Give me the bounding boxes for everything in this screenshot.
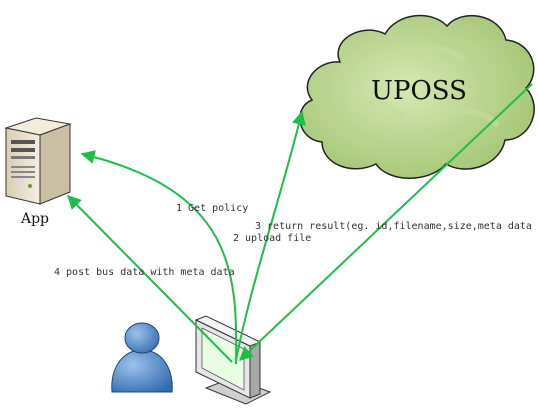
- user-node: [111, 322, 173, 393]
- cloud-label: UPOSS: [371, 76, 467, 106]
- edge-labels: 1 Get policy 2 upload file 3 return resu…: [54, 203, 538, 278]
- server-tower-icon: [4, 117, 72, 205]
- client-computer-node: [194, 315, 272, 405]
- app-server-node: App: [4, 117, 72, 227]
- edge-4-label: 4 post bus data with meta data: [54, 267, 235, 278]
- monitor-computer-icon: [194, 315, 272, 405]
- edge-3-return-result-arrow: [238, 83, 533, 361]
- edges: [67, 83, 533, 365]
- edge-2-label: 2 upload file: [233, 233, 311, 244]
- app-label: App: [20, 211, 49, 227]
- edge-1-label: 1 Get policy: [176, 203, 248, 214]
- cloud-node: UPOSS: [299, 14, 535, 179]
- user-person-icon: [111, 322, 173, 393]
- edge-4-post-bus-data-arrow: [67, 195, 233, 363]
- edge-3-label: 3 return result(eg. id,filename,size,met…: [255, 221, 538, 232]
- edge-1-get-policy-arrow: [80, 150, 238, 365]
- edge-2-upload-file-arrow: [235, 110, 306, 361]
